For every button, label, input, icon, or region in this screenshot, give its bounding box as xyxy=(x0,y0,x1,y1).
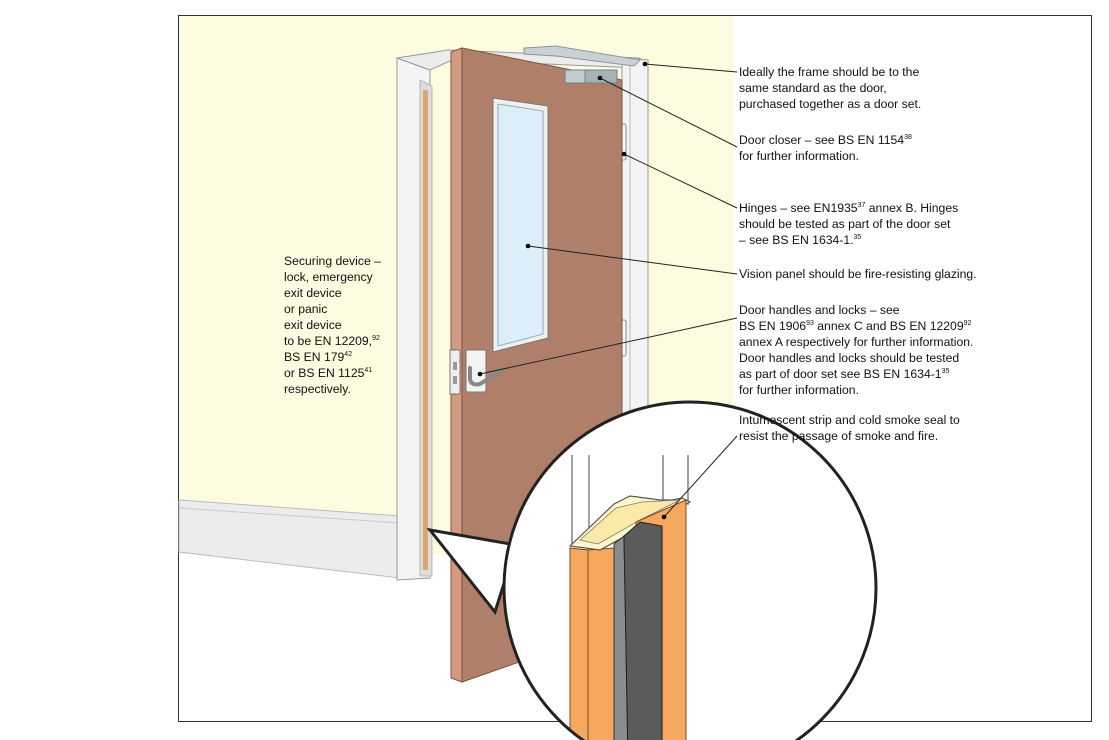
securing-line-3: exit device xyxy=(284,286,342,300)
securing-line-8: or BS EN 112541 xyxy=(284,366,373,380)
hinges-line-2: should be tested as part of the door set xyxy=(739,217,951,231)
frame-section-left xyxy=(569,547,589,740)
securing-line-7: BS EN 17942 xyxy=(284,350,353,364)
label-door-handles: Door handles and locks – see BS EN 19069… xyxy=(739,302,973,398)
handles-line-5: as part of door set see BS EN 1634-135 xyxy=(739,367,950,381)
label-frame: Ideally the frame should be to the same … xyxy=(739,64,921,112)
securing-line-1: Securing device – xyxy=(284,254,381,268)
lock-keep xyxy=(449,349,461,395)
label-hinges: Hinges – see EN193537 annex B. Hinges sh… xyxy=(739,200,958,248)
hinges-line-3: – see BS EN 1634-1.35 xyxy=(739,233,862,247)
frame-line-3: purchased together as a door set. xyxy=(739,97,922,111)
securing-line-9: respectively. xyxy=(284,382,351,396)
handles-line-6: for further information. xyxy=(739,383,859,397)
hinges-line-1: Hinges – see EN193537 annex B. Hinges xyxy=(739,201,959,215)
frame-line-1: Ideally the frame should be to the xyxy=(739,65,920,79)
closer-line-2: for further information. xyxy=(739,149,859,163)
label-door-closer: Door closer – see BS EN 115438 for furth… xyxy=(739,132,912,164)
label-intumescent-strip: Intumescent strip and cold smoke seal to… xyxy=(739,412,960,444)
handles-line-3: annex A respectively for further informa… xyxy=(739,335,974,349)
lever-handle xyxy=(468,366,504,387)
magnifier-circle xyxy=(502,400,878,740)
securing-line-6: to be EN 12209,92 xyxy=(284,334,380,348)
label-vision-panel: Vision panel should be fire-resisting gl… xyxy=(739,266,977,282)
handles-line-1: Door handles and locks – see xyxy=(739,303,900,317)
vision-panel-glass xyxy=(497,103,544,347)
frame-line-2: same standard as the door, xyxy=(739,81,887,95)
closer-line-1: Door closer – see BS EN 115438 xyxy=(739,133,912,147)
label-securing-device: Securing device – lock, emergency exit d… xyxy=(284,253,381,397)
handles-line-2: BS EN 190693 annex C and BS EN 1220992 xyxy=(739,319,972,333)
strip-line-1: Intumescent strip and cold smoke seal to xyxy=(739,413,960,427)
handles-line-4: Door handles and locks should be tested xyxy=(739,351,960,365)
securing-line-4: or panic xyxy=(284,302,328,316)
strip-line-2: resist the passage of smoke and fire. xyxy=(739,429,939,443)
leader-lines xyxy=(479,63,738,518)
securing-line-5: exit device xyxy=(284,318,342,332)
securing-line-2: lock, emergency xyxy=(284,270,373,284)
vision-line-1: Vision panel should be fire-resisting gl… xyxy=(739,267,977,281)
smoke-seal-dark xyxy=(623,521,663,740)
seal-detail xyxy=(568,455,692,740)
door-closer-arm xyxy=(523,45,642,67)
